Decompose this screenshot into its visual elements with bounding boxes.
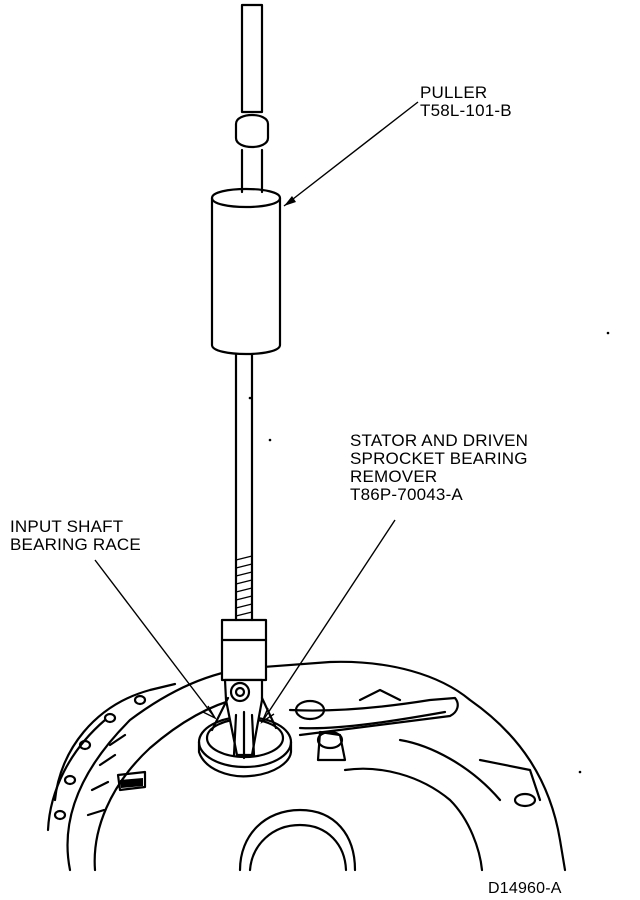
label-line: T86P-70043-A: [350, 485, 463, 504]
figure-id: D14960-A: [488, 880, 562, 897]
label-line: BEARING RACE: [10, 535, 141, 554]
label-line: STATOR AND DRIVEN: [350, 431, 529, 450]
puller-shaft: [234, 3, 270, 194]
label-line: REMOVER: [350, 467, 438, 486]
slide-hammer-weight: [210, 187, 282, 356]
transmission-case: [46, 660, 567, 872]
label-puller: PULLER T58L-101-B: [420, 84, 512, 120]
stator-remover-tool: [210, 618, 278, 760]
scan-speckles: [248, 331, 610, 774]
threaded-rod: [234, 348, 254, 622]
label-line: SPROCKET BEARING: [350, 449, 528, 468]
label-line: T58L-101-B: [420, 101, 512, 120]
label-line: INPUT SHAFT: [10, 517, 124, 536]
label-line: PULLER: [420, 83, 488, 102]
leader-lines: [94, 101, 419, 724]
label-input-race: INPUT SHAFT BEARING RACE: [10, 518, 141, 554]
label-stator-remover: STATOR AND DRIVEN SPROCKET BEARING REMOV…: [350, 432, 528, 504]
